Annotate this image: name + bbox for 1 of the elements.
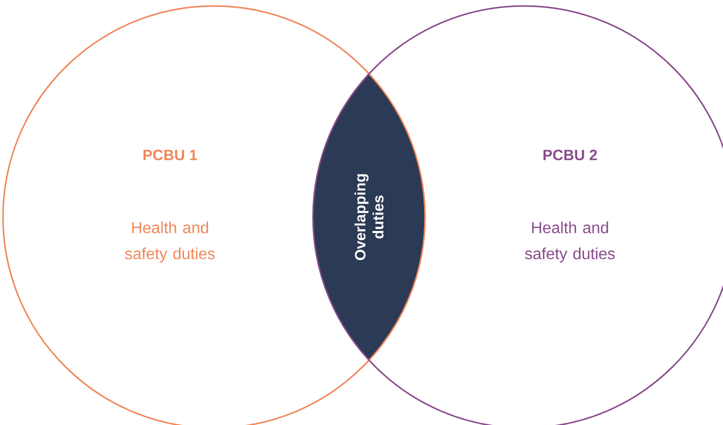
overlap-lens: Overlapping duties xyxy=(313,6,425,425)
